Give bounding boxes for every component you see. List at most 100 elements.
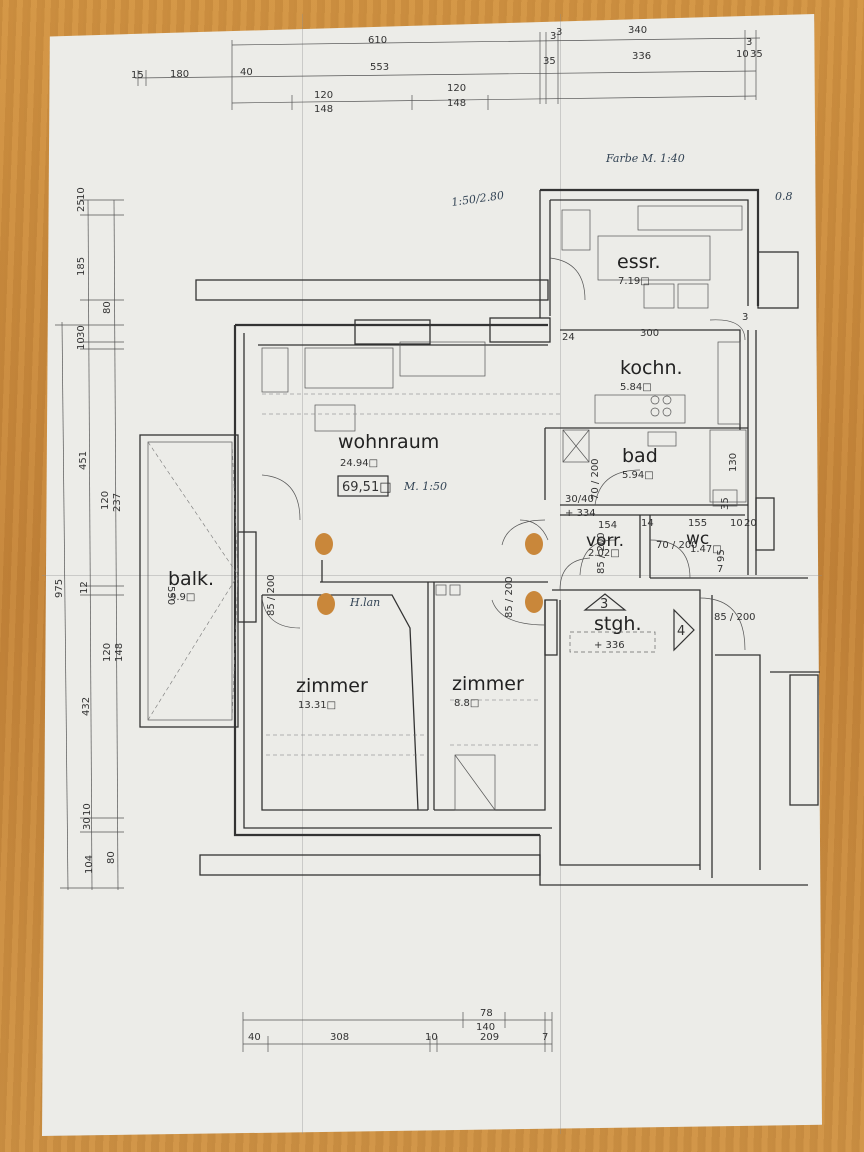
handwritten-note-bedroom: H.lan — [349, 596, 380, 609]
top-dimensions: 610 3 3 340 3 15 180 40 553 35 336 10 35… — [131, 25, 763, 115]
room-area-zimmer-1: 13.31□ — [298, 700, 336, 711]
room-area-essr: 7.19□ — [618, 276, 650, 287]
dim-180: 180 — [170, 69, 189, 80]
dim-10-low: 10 — [82, 803, 93, 816]
stair-level: + 336 — [594, 640, 625, 651]
dim-308: 308 — [330, 1032, 349, 1043]
dim-610: 610 — [368, 35, 387, 46]
room-label-zimmer-2: zimmer — [452, 673, 524, 695]
dim-door-70-200-b: 70 / 200 — [590, 458, 601, 500]
punched-holes — [315, 533, 543, 615]
dim-80-top: 80 — [102, 301, 113, 314]
dim-120a: 120 — [314, 90, 333, 101]
dim-40-bottom: 40 — [248, 1032, 261, 1043]
dim-balcony-550: 550 — [165, 586, 176, 605]
bottom-dimensions: 78 140 40 308 10 209 7 — [242, 1008, 553, 1052]
dim-3a: 3 — [550, 31, 556, 42]
dim-24: 24 — [562, 332, 575, 343]
dim-wc-10: 10 — [730, 518, 743, 529]
left-dimensions: 975 185 451 432 104 25 10 80 10 30 120 2… — [54, 187, 125, 891]
dim-104: 104 — [84, 855, 95, 874]
dim-vorr-154: 154 — [598, 520, 617, 531]
dim-553: 553 — [370, 62, 389, 73]
dim-3b: 3 — [556, 27, 562, 38]
handwritten-note-top-right: Farbe M. 1:40 — [605, 152, 685, 165]
walls — [195, 188, 820, 886]
dim-120b: 120 — [447, 83, 466, 94]
dim-148b: 148 — [447, 98, 466, 109]
room-area-wc: 1.47□ — [690, 544, 722, 555]
dim-3-right: 3 — [742, 312, 748, 323]
dim-30-low: 30 — [82, 817, 93, 830]
room-label-wohnraum: wohnraum — [338, 431, 439, 453]
handwritten-note-corner: 0.8 — [775, 190, 793, 203]
dim-10: 10 — [736, 49, 749, 60]
dim-148a: 148 — [314, 104, 333, 115]
dim-120-left-a: 120 — [100, 491, 111, 510]
room-area-wohnraum: 24.94□ — [340, 458, 378, 469]
dim-975: 975 — [54, 579, 65, 598]
dim-10-bottom: 10 — [425, 1032, 438, 1043]
dim-wc-155: 155 — [688, 518, 707, 529]
room-area-zimmer-2: 8.8□ — [454, 698, 479, 709]
dim-120-left-b: 120 — [102, 643, 113, 662]
scale-note: M. 1:50 — [403, 480, 447, 493]
room-label-vorr: vorr. — [586, 531, 624, 551]
bedroom-furniture — [266, 699, 540, 811]
dim-237: 237 — [112, 493, 123, 512]
dim-15: 15 — [131, 70, 144, 81]
room-label-kochn: kochn. — [620, 357, 683, 379]
room-area-bad: 5.94□ — [622, 470, 654, 481]
dim-door-85-200-b: 85 / 200 — [504, 576, 515, 618]
total-area-box — [337, 475, 389, 497]
dim-door-85-200-c: 85 / 200 — [596, 532, 607, 574]
stair-marker-3 — [583, 593, 627, 611]
doors — [261, 519, 746, 651]
dim-432: 432 — [81, 697, 92, 716]
dim-10-top: 10 — [76, 187, 87, 200]
dim-148-left: 148 — [114, 643, 125, 662]
dim-25: 25 — [76, 199, 87, 212]
dim-185: 185 — [76, 257, 87, 276]
room-area-kochn: 5.84□ — [620, 382, 652, 393]
floor-plan-paper — [42, 14, 822, 1136]
dim-door-85-200-d: 85 / 200 — [714, 612, 756, 623]
dim-bath-35: 35 — [720, 497, 731, 510]
room-label-essr: essr. — [617, 251, 661, 273]
dim-140: 140 — [476, 1022, 495, 1033]
dining-furniture — [549, 205, 743, 309]
room-label-balk: balk. — [168, 568, 214, 590]
kitchen-fixtures — [594, 319, 746, 425]
dim-35b: 35 — [750, 49, 763, 60]
room-label-zimmer-1: zimmer — [296, 675, 368, 697]
dim-80-low: 80 — [106, 851, 117, 864]
dim-door-85-200-a: 85 / 200 — [266, 574, 277, 616]
dim-wc-14: 14 — [641, 518, 654, 529]
room-area-balk: 9.9□ — [170, 592, 195, 603]
dim-451: 451 — [78, 451, 89, 470]
dim-bad-3040: 30/40 — [565, 494, 594, 505]
stair-number-3: 3 — [600, 597, 608, 612]
paper-fold-vertical — [560, 14, 561, 1134]
dim-3c: 3 — [746, 37, 752, 48]
dim-7: 7 — [542, 1032, 548, 1043]
dim-209: 209 — [480, 1032, 499, 1043]
bathroom-fixtures — [562, 429, 747, 507]
dim-bath-130: 130 — [728, 453, 739, 472]
room-label-wc: wc — [686, 529, 709, 549]
stair-landing — [569, 631, 656, 653]
living-room-furniture — [261, 341, 560, 541]
dim-wc-7: 7 — [717, 564, 723, 575]
balcony: 550 — [139, 434, 239, 728]
level-vorr: + 334 — [565, 508, 596, 519]
dim-10-mid: 10 — [76, 337, 87, 350]
handwritten-note-ratio: 1:50/2.80 — [451, 189, 505, 209]
room-label-stgh: stgh. — [594, 613, 642, 635]
dim-340: 340 — [628, 25, 647, 36]
dim-door-70-200-a: 70 / 200 — [656, 540, 698, 551]
dim-12: 12 — [79, 581, 90, 594]
paper-fold-vertical — [302, 14, 303, 1134]
stair-number-4: 4 — [677, 624, 685, 639]
paper-fold-horizontal — [42, 575, 822, 576]
total-area: 69,51□ — [342, 480, 392, 495]
